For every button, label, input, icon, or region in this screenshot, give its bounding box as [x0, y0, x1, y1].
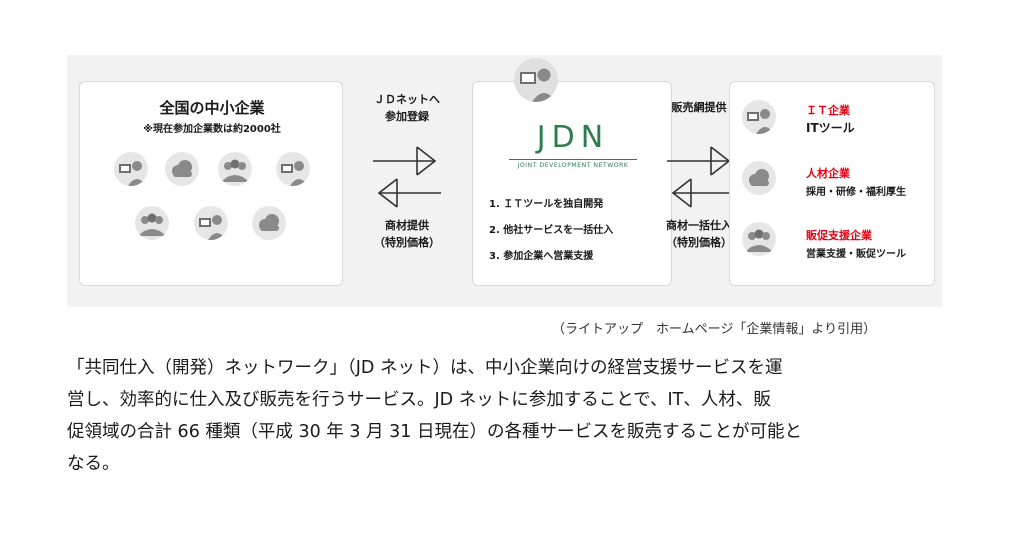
- jdn-feature-list: 1. ＩＴツールを独自開発 2. 他社サービスを一括仕入 3. 参加企業へ営業支…: [489, 192, 613, 270]
- cloud-icon: [165, 152, 199, 186]
- person-computer-icon: [742, 100, 776, 134]
- person-computer-icon: [514, 58, 558, 102]
- partner-sub-hr: 採用・研修・福利厚生: [806, 187, 906, 198]
- cloud-icon: [252, 206, 286, 240]
- partner-head-it: ＩＴ企業: [806, 104, 850, 117]
- jdn-card: JDN Joint Development Network 1. ＩＴツールを独…: [472, 81, 672, 286]
- cloud-icon: [742, 161, 776, 195]
- body-paragraph: 「共同仕入（開発）ネットワーク」（JD ネット）は、中小企業向けの経営支援サービ…: [67, 352, 947, 480]
- join-label-line2: 参加登録: [385, 110, 429, 123]
- group-icon: [742, 222, 776, 256]
- paragraph-line: 促領域の合計 66 種類（平成 30 年 3 月 31 日現在）の各種サービスを…: [67, 422, 802, 442]
- person-computer-icon: [194, 206, 228, 240]
- arrows-right-pair: [667, 146, 735, 208]
- arrow-left-icon: [377, 178, 441, 208]
- paragraph-line: 「共同仕入（開発）ネットワーク」（JD ネット）は、中小企業向けの経営支援サービ…: [67, 358, 783, 378]
- arrows-left-pair: [373, 146, 441, 208]
- feature-item: 1. ＩＴツールを独自開発: [489, 199, 604, 210]
- jdn-logo-sub: Joint Development Network: [517, 162, 629, 169]
- bulk-purchase-line1: 商材一括仕入: [666, 219, 732, 232]
- sales-network-label: 販売網提供: [671, 101, 727, 114]
- sme-card: 全国の中小企業 ※現在参加企業数は約2000社: [79, 81, 343, 286]
- paragraph-line: 営し、効率的に仕入及び販売を行うサービス。JD ネットに参加することで、IT、人…: [67, 390, 771, 410]
- group-icon: [218, 152, 252, 186]
- logo-divider: [509, 159, 637, 160]
- person-computer-icon: [114, 152, 148, 186]
- partner-sub-it: ITツール: [806, 121, 855, 135]
- arrow-right-icon: [667, 146, 731, 176]
- source-caption: （ライトアップ ホームページ「企業情報」より引用）: [552, 322, 877, 337]
- partner-card: ＩＴ企業 ITツール 人材企業 採用・研修・福利厚生 販促支援企業 営業支援・販…: [729, 81, 935, 286]
- arrow-left-icon: [671, 178, 735, 208]
- join-label: ＪＤネットへ 参加登録: [357, 91, 457, 125]
- feature-item: 2. 他社サービスを一括仕入: [489, 225, 614, 236]
- partner-head-promo: 販促支援企業: [806, 229, 872, 242]
- supply-label-line2: （特別価格）: [374, 236, 440, 249]
- supply-label: 商材提供 （特別価格）: [357, 217, 457, 251]
- supply-label-line1: 商材提供: [385, 219, 429, 232]
- arrow-right-icon: [373, 146, 437, 176]
- partner-head-hr: 人材企業: [806, 167, 850, 180]
- paragraph-line: なる。: [67, 454, 120, 474]
- network-diagram: 全国の中小企業 ※現在参加企業数は約2000社 ＪＤネットへ 参加登録: [67, 55, 942, 307]
- bulk-purchase-line2: （特別価格）: [666, 236, 732, 249]
- person-computer-icon: [276, 152, 310, 186]
- sme-subtitle: ※現在参加企業数は約2000社: [143, 124, 281, 135]
- partner-sub-promo: 営業支援・販促ツール: [806, 249, 906, 260]
- bulk-purchase-label: 商材一括仕入 （特別価格）: [649, 217, 749, 251]
- group-icon: [135, 206, 169, 240]
- jdn-logo: JDN: [536, 120, 610, 155]
- feature-item: 3. 参加企業へ営業支援: [489, 251, 594, 262]
- join-label-line1: ＪＤネットへ: [374, 93, 440, 106]
- sme-title: 全国の中小企業: [159, 99, 265, 117]
